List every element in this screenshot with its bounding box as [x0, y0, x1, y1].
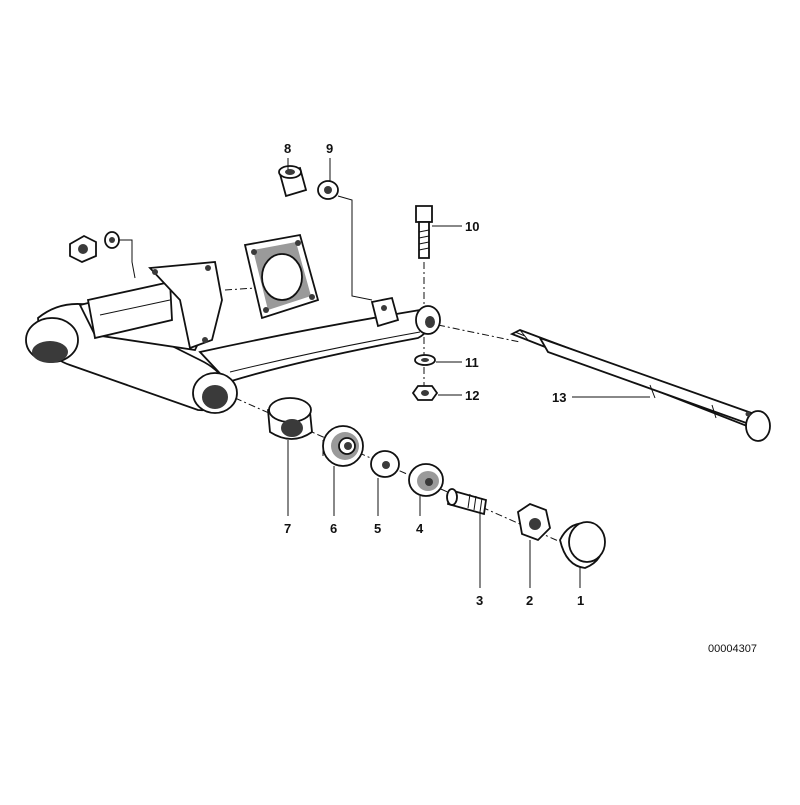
- callout-7: 7: [284, 521, 291, 536]
- callout-9: 9: [326, 141, 333, 156]
- part-7-ring: [267, 397, 313, 440]
- part-1-cap: [559, 521, 606, 569]
- callout-10: 10: [465, 219, 479, 234]
- leader-lines: [287, 158, 650, 588]
- callout-11: 11: [465, 355, 479, 370]
- part-10-bolt: [415, 205, 433, 259]
- callout-13: 13: [552, 390, 566, 405]
- swing-arm: [25, 261, 441, 414]
- callout-1: 1: [577, 593, 584, 608]
- part-5-washer: [370, 450, 400, 478]
- part-9-washer: [317, 180, 339, 200]
- callout-8: 8: [284, 141, 291, 156]
- callout-3: 3: [476, 593, 483, 608]
- nut-washer-top-left: [69, 231, 120, 263]
- diagram-reference-number: 00004307: [708, 643, 757, 655]
- callout-6: 6: [330, 521, 337, 536]
- callout-2: 2: [526, 593, 533, 608]
- callout-labels: 1 2 3 4 5 6 7 8 9 10 11 12 13: [284, 141, 584, 608]
- part-13-axle-shaft: [509, 329, 771, 442]
- callout-4: 4: [416, 521, 424, 536]
- part-12-nut: [411, 385, 439, 401]
- gasket: [243, 233, 320, 320]
- callout-12: 12: [465, 388, 479, 403]
- part-3-stud: [446, 488, 488, 516]
- part-4-cup: [408, 463, 444, 497]
- part-11-washer: [414, 354, 436, 366]
- part-8-nut: [278, 165, 308, 198]
- part-6-bearing: [322, 425, 364, 467]
- part-2-nut: [517, 502, 551, 542]
- callout-5: 5: [374, 521, 381, 536]
